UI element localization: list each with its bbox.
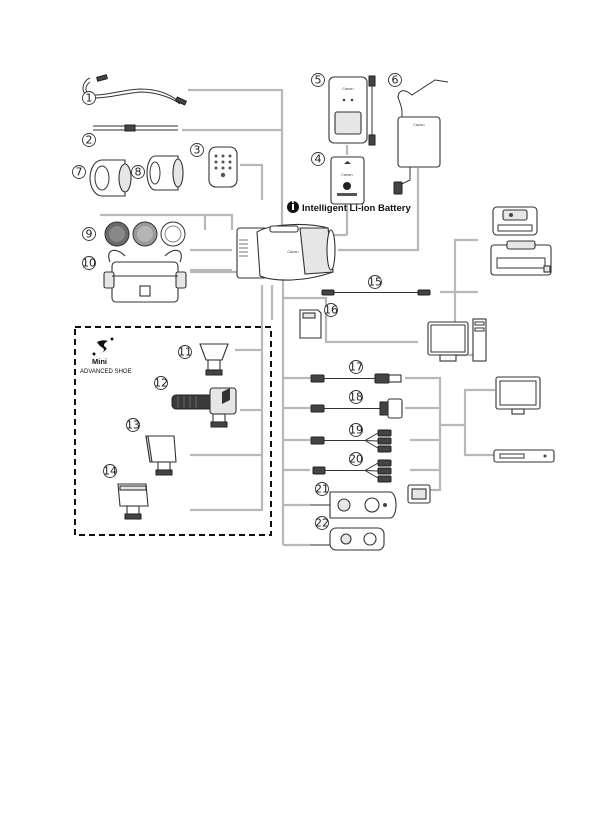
neck-strap (82, 74, 188, 106)
shoe-label-advanced: ADVANCED SHOE (80, 369, 132, 375)
camcorder: Canon (236, 224, 336, 281)
remote-controller-21 (310, 491, 397, 519)
printer-compact (492, 206, 538, 236)
connection-lines (100, 88, 495, 547)
battery-charger: Canon (328, 75, 376, 146)
battery-brand: Canon (341, 173, 352, 177)
svg-text:11: 11 (178, 346, 192, 359)
callouts: 1 2 3 4 5 6 7 8 9 10 11 12 13 14 15 16 1… (72, 73, 402, 530)
callout-5: 5 (311, 73, 325, 87)
svg-text:4: 4 (315, 153, 322, 166)
callout-8: 8 (131, 165, 145, 179)
remote-controller-22 (310, 527, 385, 551)
svg-text:2: 2 (86, 134, 93, 147)
svg-text:7: 7 (76, 166, 83, 179)
callout-20: 20 (349, 452, 363, 466)
svg-text:15: 15 (368, 276, 382, 289)
callout-6: 6 (388, 73, 402, 87)
shoe-label-mini: Mini (92, 357, 107, 366)
surround-microphone (171, 387, 237, 428)
stereo-video-cable (310, 429, 392, 453)
svg-text:17: 17 (349, 361, 363, 374)
callout-14: 14 (103, 464, 117, 478)
svg-text:6: 6 (392, 74, 399, 87)
callout-3: 3 (190, 143, 204, 157)
callout-10: 10 (82, 256, 96, 270)
compact-power-adapter: Canon (393, 79, 449, 195)
vcr-recorder (493, 449, 555, 463)
speedlite (117, 483, 149, 520)
callout-13: 13 (126, 418, 140, 432)
component-cable (310, 398, 403, 419)
svg-text:9: 9 (86, 228, 93, 241)
computer (427, 318, 487, 362)
callout-15: 15 (368, 275, 382, 289)
tele-converter (89, 159, 132, 197)
svg-text:16: 16 (324, 304, 338, 317)
svg-text:13: 13 (126, 419, 140, 432)
television (495, 376, 541, 415)
adapter-brand: Canon (413, 123, 424, 127)
cable-15 (321, 289, 431, 296)
svg-text:3: 3 (194, 144, 201, 157)
svg-text:22: 22 (315, 517, 329, 530)
charger-brand: Canon (342, 87, 353, 91)
svg-text:18: 18 (349, 391, 363, 404)
usb-cable (310, 373, 402, 384)
svg-text:12: 12 (154, 377, 168, 390)
soft-carrying-case (103, 249, 187, 303)
printer-large (490, 240, 552, 276)
callout-12: 12 (154, 376, 168, 390)
svg-text:21: 21 (315, 483, 329, 496)
callout-4: 4 (311, 152, 325, 166)
callout-9: 9 (82, 227, 96, 241)
mini-advanced-shoe-box (74, 326, 272, 536)
callout-18: 18 (349, 390, 363, 404)
svg-text:8: 8 (135, 166, 142, 179)
callout-21: 21 (315, 482, 329, 496)
callout-16: 16 (324, 303, 338, 317)
wireless-controller (208, 146, 238, 188)
svg-text:5: 5 (315, 74, 322, 87)
callout-7: 7 (72, 165, 86, 179)
svg-text:20: 20 (349, 453, 363, 466)
scart-adapter (407, 484, 431, 504)
callout-1: 1 (82, 91, 96, 105)
wrist-strap (93, 124, 178, 132)
filter-set (104, 221, 186, 247)
svg-text:19: 19 (349, 424, 363, 437)
memory-card (299, 309, 322, 339)
svg-text:10: 10 (82, 257, 96, 270)
av-cable-20 (312, 459, 392, 483)
svg-text:14: 14 (103, 465, 117, 478)
callout-2: 2 (82, 133, 96, 147)
video-light (145, 435, 177, 476)
svg-text:1: 1 (86, 92, 93, 105)
callout-17: 17 (349, 360, 363, 374)
intelligent-battery-label: Intelligent Li-ion Battery (302, 203, 411, 214)
intelligent-battery-icon (287, 201, 299, 213)
mini-light-11 (199, 343, 229, 376)
callout-19: 19 (349, 423, 363, 437)
wide-converter (146, 155, 184, 191)
battery-pack: Canon (330, 156, 365, 205)
callout-11: 11 (178, 345, 192, 359)
callout-22: 22 (315, 516, 329, 530)
camcorder-brand: Canon (287, 250, 298, 254)
mini-advanced-shoe-logo (92, 337, 114, 356)
